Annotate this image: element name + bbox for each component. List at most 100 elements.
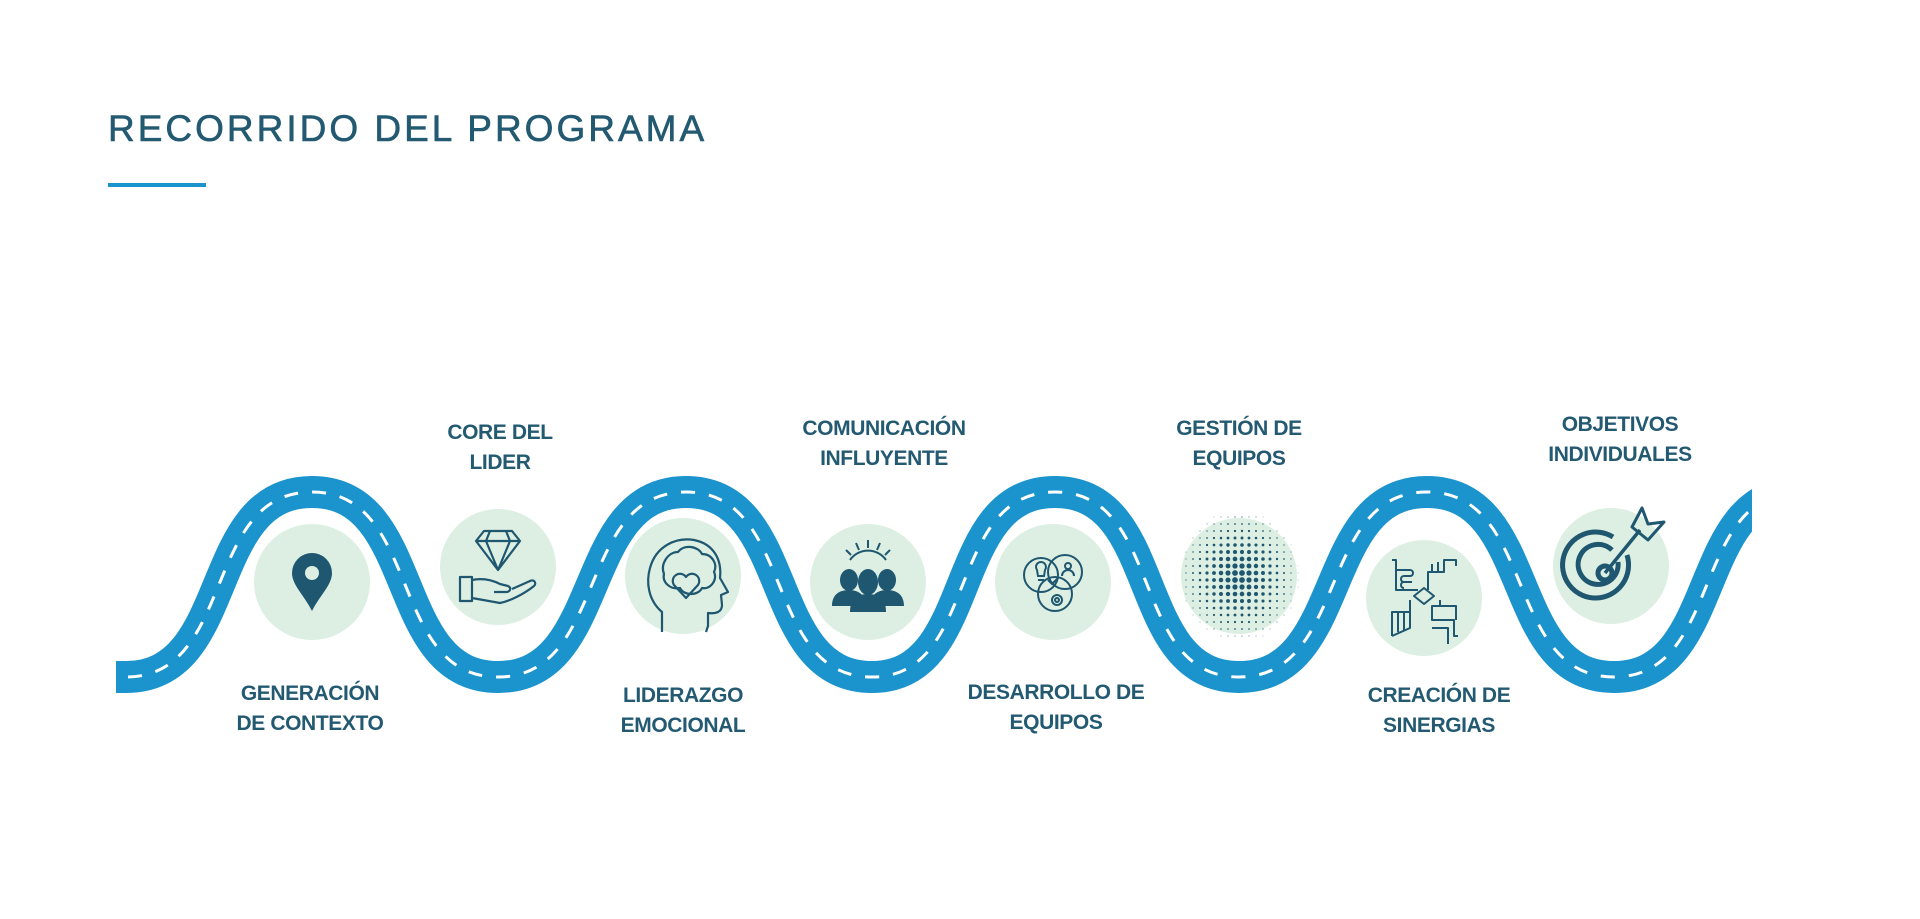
halftone-dot: [1212, 564, 1216, 568]
step-label-line: COMUNICACIÓN: [802, 417, 966, 440]
halftone-dot: [1220, 635, 1222, 637]
halftone-dot: [1227, 628, 1229, 630]
halftone-dot: [1283, 607, 1285, 609]
halftone-dot: [1268, 564, 1272, 568]
halftone-dot: [1212, 557, 1216, 561]
halftone-dot: [1276, 621, 1278, 623]
halftone-dot: [1268, 599, 1272, 603]
halftone-dot: [1185, 572, 1187, 574]
halftone-dot: [1254, 613, 1258, 617]
halftone-dot: [1239, 563, 1245, 569]
halftone-dot: [1247, 529, 1251, 533]
halftone-dot: [1192, 572, 1194, 574]
halftone-dot: [1262, 516, 1264, 518]
halftone-dot: [1254, 599, 1258, 603]
halftone-dot: [1246, 563, 1252, 569]
halftone-dot: [1239, 598, 1245, 604]
halftone-dot: [1233, 536, 1237, 540]
people-group-icon: [832, 540, 904, 612]
halftone-dot: [1283, 572, 1285, 574]
halftone-dot: [1206, 621, 1208, 623]
halftone-dot: [1232, 577, 1238, 583]
halftone-dot: [1232, 598, 1238, 604]
step-label-gestion-de-equipos: GESTIÓN DE EQUIPOS: [1176, 414, 1302, 474]
halftone-dot: [1226, 599, 1230, 603]
halftone-dot: [1185, 593, 1187, 595]
halftone-dot: [1255, 621, 1257, 623]
halftone-dot: [1219, 536, 1223, 540]
title-underline: [108, 183, 206, 187]
halftone-dot: [1212, 592, 1216, 596]
halftone-dot: [1205, 585, 1209, 589]
halftone-dot: [1219, 599, 1223, 603]
halftone-dot: [1234, 635, 1236, 637]
diamond-hand-icon: [458, 529, 537, 605]
halftone-dot: [1225, 556, 1231, 562]
halftone-dot: [1240, 613, 1244, 617]
target-arrow-icon: [1560, 506, 1666, 601]
halftone-dot: [1226, 550, 1230, 554]
halftone-dot: [1185, 586, 1187, 588]
halftone-dot: [1275, 550, 1279, 554]
halftone-dot: [1212, 599, 1216, 603]
halftone-dot: [1247, 536, 1251, 540]
halftone-dot: [1226, 529, 1230, 533]
halftone-dot: [1233, 606, 1237, 610]
halftone-dot: [1199, 607, 1201, 609]
halftone-dot: [1205, 543, 1209, 547]
road-center-dashes: [116, 490, 1752, 679]
halftone-dot: [1198, 578, 1202, 582]
halftone-dot: [1261, 613, 1265, 617]
halftone-dot: [1253, 577, 1259, 583]
map-pin-icon: [292, 553, 332, 611]
halftone-dot: [1262, 628, 1264, 630]
step-label-line: LIDERAZGO: [622, 684, 744, 707]
halftone-dot: [1212, 543, 1216, 547]
halftone-dot: [1192, 614, 1194, 616]
halftone-dot: [1248, 635, 1250, 637]
halftone-dot: [1269, 614, 1271, 616]
halftone-dot: [1283, 586, 1285, 588]
halftone-dot: [1232, 584, 1238, 590]
halftone-dot: [1283, 565, 1285, 567]
halftone-dot: [1239, 556, 1245, 562]
halftone-dot: [1213, 621, 1215, 623]
halftone-dot: [1198, 585, 1202, 589]
halftone-dot: [1255, 635, 1257, 637]
halftone-dot: [1205, 599, 1209, 603]
halftone-dot: [1290, 600, 1292, 602]
halftone-dot: [1290, 572, 1292, 574]
halftone-dot: [1247, 543, 1251, 547]
halftone-dot: [1205, 578, 1209, 582]
halftone-dot: [1246, 577, 1252, 583]
halftone-dot: [1199, 530, 1201, 532]
halftone-dot: [1212, 606, 1216, 610]
step-label-line: OBJETIVOS: [1561, 413, 1679, 436]
halftone-dot: [1254, 529, 1258, 533]
halftone-dot: [1254, 536, 1258, 540]
halftone-dot: [1283, 579, 1285, 581]
halftone-dot: [1241, 523, 1243, 525]
halftone-dot: [1268, 543, 1272, 547]
halftone-dot: [1219, 606, 1223, 610]
halftone-dot: [1206, 537, 1208, 539]
halftone-dot: [1225, 563, 1231, 569]
halftone-dot: [1241, 516, 1243, 518]
halftone-dot: [1254, 592, 1258, 596]
halftone-dot: [1269, 628, 1271, 630]
halftone-dot: [1261, 564, 1265, 568]
halftone-dot: [1290, 544, 1292, 546]
halftone-dot: [1290, 593, 1292, 595]
halftone-dot: [1275, 585, 1279, 589]
step-label-objetivos-individuales: OBJETIVOS INDIVIDUALES: [1548, 410, 1692, 470]
halftone-dot: [1219, 543, 1223, 547]
halftone-dot: [1192, 551, 1194, 553]
halftone-dot: [1232, 556, 1238, 562]
halftone-dot: [1269, 523, 1271, 525]
halftone-dot: [1241, 628, 1243, 630]
halftone-dot: [1261, 592, 1265, 596]
halftone-dot: [1218, 584, 1224, 590]
halftone-dot: [1198, 564, 1202, 568]
halftone-dot: [1254, 550, 1258, 554]
